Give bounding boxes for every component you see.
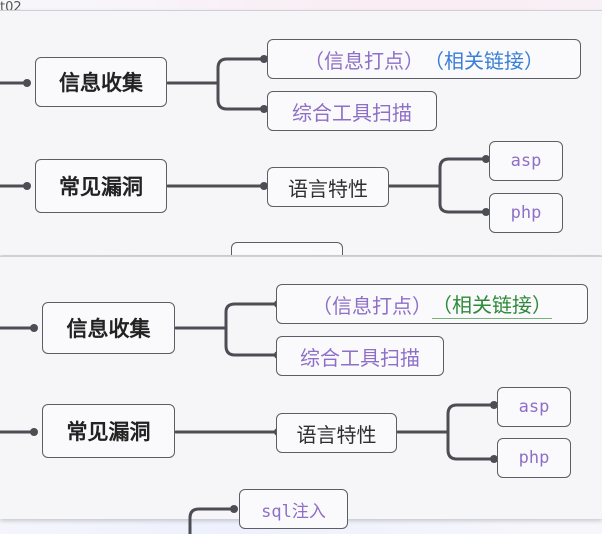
node-language-features-2[interactable]: 语言特性 xyxy=(276,413,397,453)
paren-open-2: （ xyxy=(312,293,332,318)
top-connectors xyxy=(0,55,490,216)
node-info-gathering-2[interactable]: 信息收集 xyxy=(42,302,175,354)
paren-close-2: ） xyxy=(412,293,432,318)
node-info-dotting[interactable]: （ 信息打点 ） （相关链接） xyxy=(267,39,581,79)
info-dotting-label-2: 信息打点 xyxy=(332,293,412,318)
clipped-node xyxy=(231,242,343,255)
node-info-gathering[interactable]: 信息收集 xyxy=(35,57,167,107)
node-common-vulns[interactable]: 常见漏洞 xyxy=(35,159,167,213)
node-common-vulns-2[interactable]: 常见漏洞 xyxy=(42,404,175,458)
node-php-2[interactable]: php xyxy=(497,438,571,478)
info-dotting-label: 信息打点 xyxy=(324,48,404,73)
node-asp[interactable]: asp xyxy=(489,141,563,181)
node-info-dotting-2[interactable]: （ 信息打点 ） （相关链接） xyxy=(276,284,588,324)
node-tool-scan[interactable]: 综合工具扫描 xyxy=(267,91,437,131)
related-links-link-2[interactable]: （相关链接） xyxy=(432,289,552,319)
paren-close: ） xyxy=(404,48,424,73)
paren-open: （ xyxy=(304,48,324,73)
bottom-connectors xyxy=(0,300,498,534)
node-tool-scan-2[interactable]: 综合工具扫描 xyxy=(276,336,444,376)
node-sql-injection[interactable]: sql注入 xyxy=(239,489,348,529)
related-links-link[interactable]: （相关链接） xyxy=(424,48,544,73)
node-asp-2[interactable]: asp xyxy=(497,387,571,427)
node-language-features[interactable]: 语言特性 xyxy=(267,167,389,207)
node-php[interactable]: php xyxy=(489,193,563,233)
